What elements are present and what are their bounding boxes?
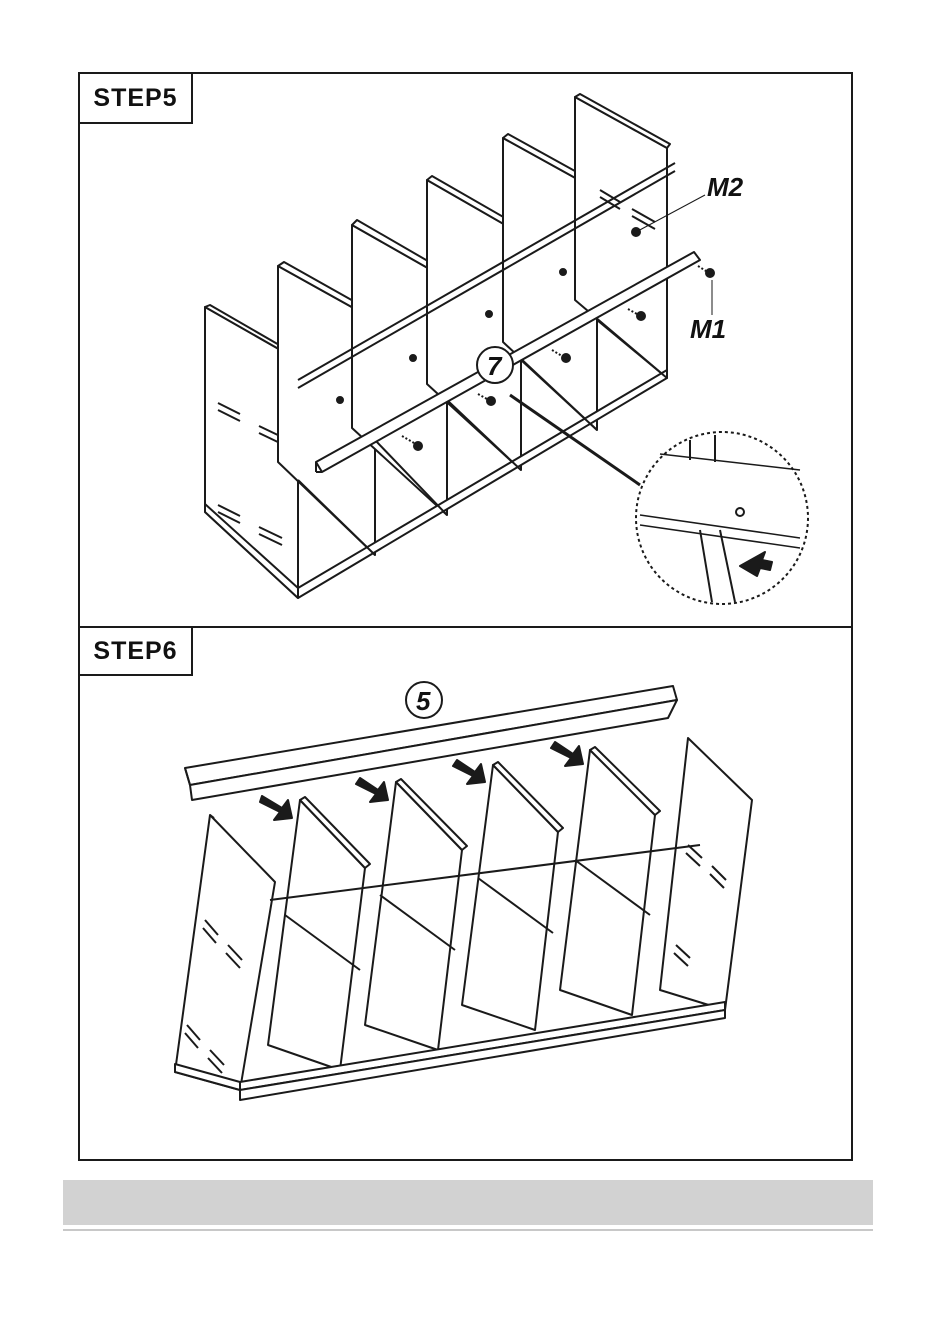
hardware-label-m2: M2 [707, 172, 744, 202]
step6-shelf-assembly [175, 686, 752, 1100]
part-number-7: 7 [487, 351, 503, 381]
footer-bar [63, 1180, 873, 1225]
hardware-label-m1: M1 [690, 314, 726, 344]
footer-line [63, 1229, 873, 1231]
part-number-5: 5 [416, 686, 431, 716]
step5-shelf-assembly [205, 94, 808, 604]
